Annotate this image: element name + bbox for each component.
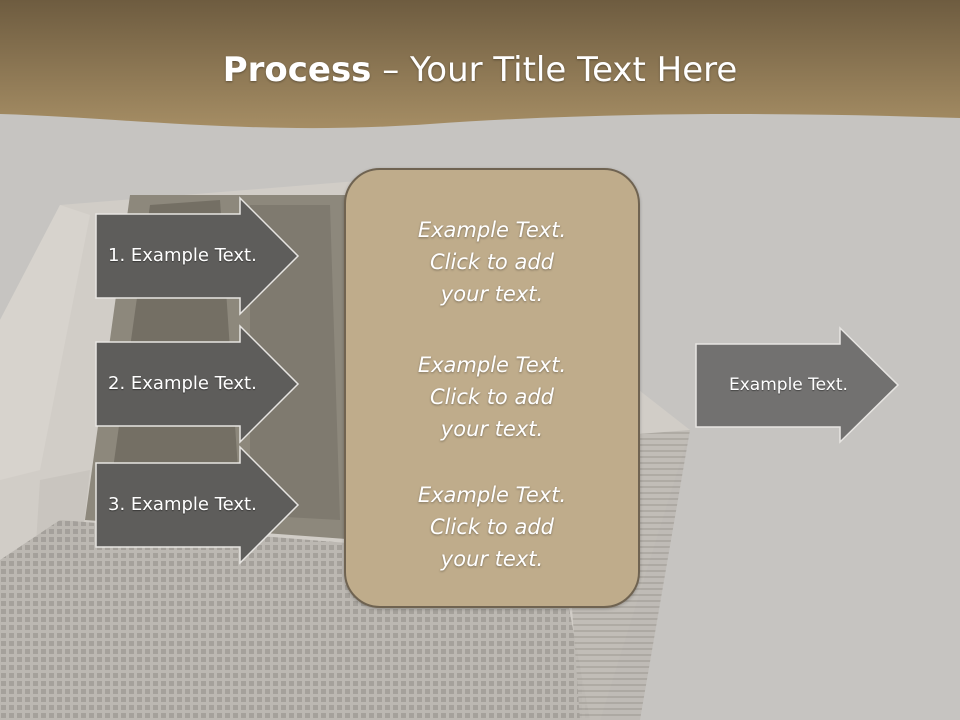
step-arrow-3 [95, 445, 300, 565]
step-arrow-1 [95, 196, 300, 316]
step-arrow-label-2: 2. Example Text. [108, 373, 257, 394]
center-text-box[interactable]: Example Text. Click to add your text. Ex… [344, 168, 640, 608]
center-paragraph-3[interactable]: Example Text. Click to add your text. [346, 479, 638, 575]
result-arrow [695, 326, 900, 444]
result-arrow-label: Example Text. [729, 375, 848, 395]
paragraph-line: your text. [440, 282, 544, 306]
paragraph-line: Click to add [429, 515, 554, 539]
paragraph-line: Click to add [429, 250, 554, 274]
paragraph-line: your text. [440, 417, 544, 441]
center-paragraph-2[interactable]: Example Text. Click to add your text. [346, 349, 638, 445]
paragraph-line: Example Text. [417, 218, 567, 242]
paragraph-line: Example Text. [417, 483, 567, 507]
title-rest: – Your Title Text Here [371, 50, 738, 90]
step-arrows [95, 196, 300, 565]
paragraph-line: your text. [440, 547, 544, 571]
step-arrow-label-3: 3. Example Text. [108, 494, 257, 515]
paragraph-line: Example Text. [417, 353, 567, 377]
header-band [0, 0, 960, 129]
step-arrow-2 [95, 324, 300, 444]
slide-title: Process – Your Title Text Here [0, 50, 960, 90]
paragraph-line: Click to add [429, 385, 554, 409]
center-paragraph-1[interactable]: Example Text. Click to add your text. [346, 214, 638, 310]
title-bold: Process [222, 50, 372, 90]
step-arrow-label-1: 1. Example Text. [108, 245, 257, 266]
